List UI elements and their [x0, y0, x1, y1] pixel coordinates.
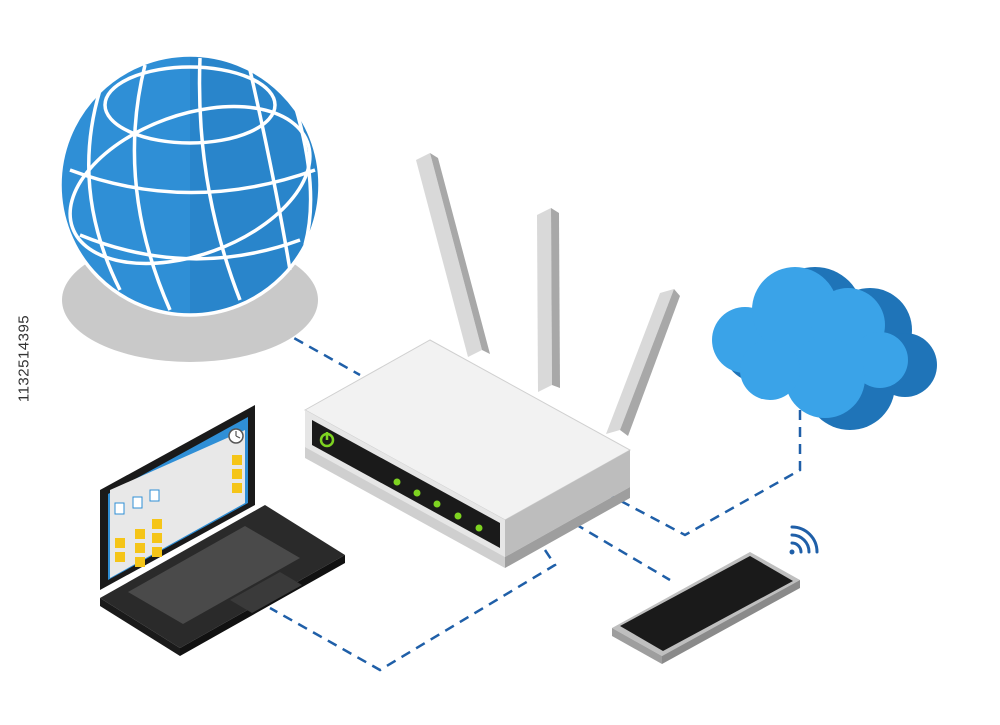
connection-router-laptop — [269, 549, 557, 672]
cloud-icon — [712, 267, 937, 430]
file-icons — [114, 489, 160, 515]
router-antennas — [416, 153, 680, 436]
smartphone-icon — [612, 552, 800, 664]
router-icon — [303, 153, 680, 568]
router-leds — [393, 478, 483, 532]
globe-icon — [58, 53, 322, 362]
folder-icons — [115, 455, 242, 567]
connection-cloud-router — [599, 410, 802, 537]
phone-screen — [620, 556, 793, 651]
power-icon — [319, 432, 335, 448]
laptop-icon — [100, 405, 345, 656]
stock-id-label: 1132514395 — [15, 314, 33, 403]
laptop-keyboard — [128, 526, 300, 624]
clock-icon — [228, 428, 244, 444]
wifi-signal-icon — [789, 525, 819, 555]
